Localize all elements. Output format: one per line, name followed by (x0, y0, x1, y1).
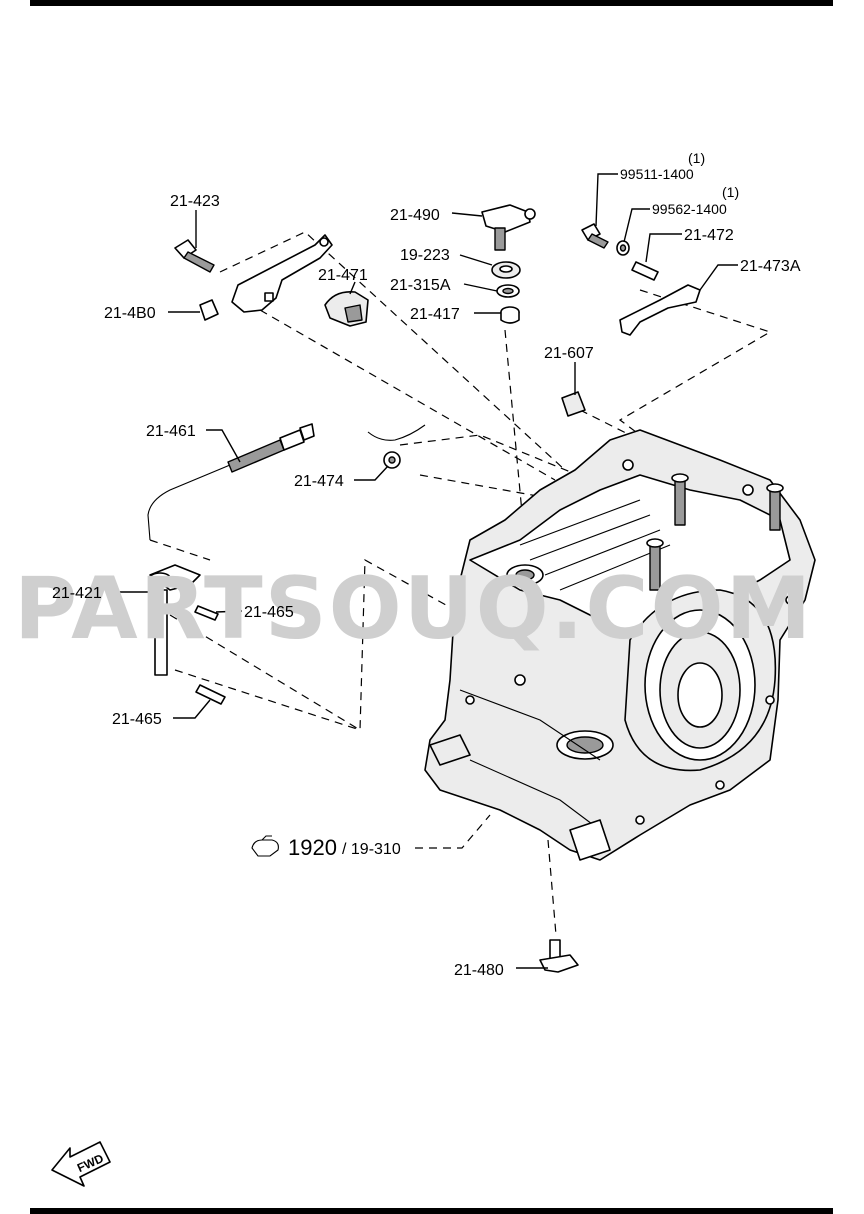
pin-21-465-b (195, 684, 226, 705)
bracket-21-4b0 (199, 234, 333, 321)
label-21-465-b: 21-465 (112, 711, 162, 728)
cable-21-461 (147, 423, 315, 541)
label-99511-qty: (1) (688, 150, 705, 166)
bolt-21-423 (174, 239, 215, 273)
lever-21-490 (481, 204, 536, 251)
label-21-421: 21-421 (52, 585, 102, 602)
washer-99562-1400 (616, 240, 630, 256)
label-21-417: 21-417 (410, 306, 460, 323)
label-21-607: 21-607 (544, 345, 594, 362)
label-99562-qty: (1) (722, 184, 739, 200)
label-21-4b0: 21-4B0 (104, 305, 156, 322)
label-21-472: 21-472 (684, 227, 734, 244)
fwd-arrow-icon: FWD (51, 1141, 111, 1187)
label-19-223: 19-223 (400, 247, 450, 264)
reference-icon (251, 835, 279, 857)
label-21-423: 21-423 (170, 193, 220, 210)
bottom-rule (30, 1208, 833, 1214)
transaxle-case (424, 429, 816, 861)
label-21-315a: 21-315A (390, 277, 451, 294)
label-21-461: 21-461 (146, 423, 196, 440)
washer-21-315a (496, 284, 520, 298)
bolt-99511-1400 (581, 223, 609, 249)
pin-21-472 (631, 261, 659, 281)
label-99562-1400: 99562-1400 (652, 201, 727, 217)
label-21-480: 21-480 (454, 962, 504, 979)
watermark-text: PARTSOUQ.COM (14, 559, 813, 659)
label-21-471: 21-471 (318, 267, 368, 284)
leader-lines (110, 173, 738, 969)
shaft-21-421 (149, 564, 201, 676)
label-21-490: 21-490 (390, 207, 440, 224)
seal-19-223 (491, 261, 521, 279)
bush-21-417 (500, 306, 520, 324)
label-99511-1400: 99511-1400 (620, 166, 694, 182)
label-21-465-a: 21-465 (244, 604, 294, 621)
part-21-471 (324, 290, 369, 327)
assembly-dash-lines (149, 231, 772, 936)
label-ref-sub: / 19-310 (342, 841, 401, 858)
label-21-473a: 21-473A (740, 258, 801, 275)
label-21-474: 21-474 (294, 473, 344, 490)
pin-21-465-a (194, 605, 219, 621)
spring-21-474 (367, 424, 426, 469)
reference-group: 1920 / 19-310 (251, 835, 401, 860)
label-ref-main: 1920 (288, 835, 337, 860)
bush-21-607 (561, 391, 586, 417)
lever-21-473a (619, 284, 701, 336)
part-21-480 (539, 939, 579, 973)
top-rule (30, 0, 833, 6)
